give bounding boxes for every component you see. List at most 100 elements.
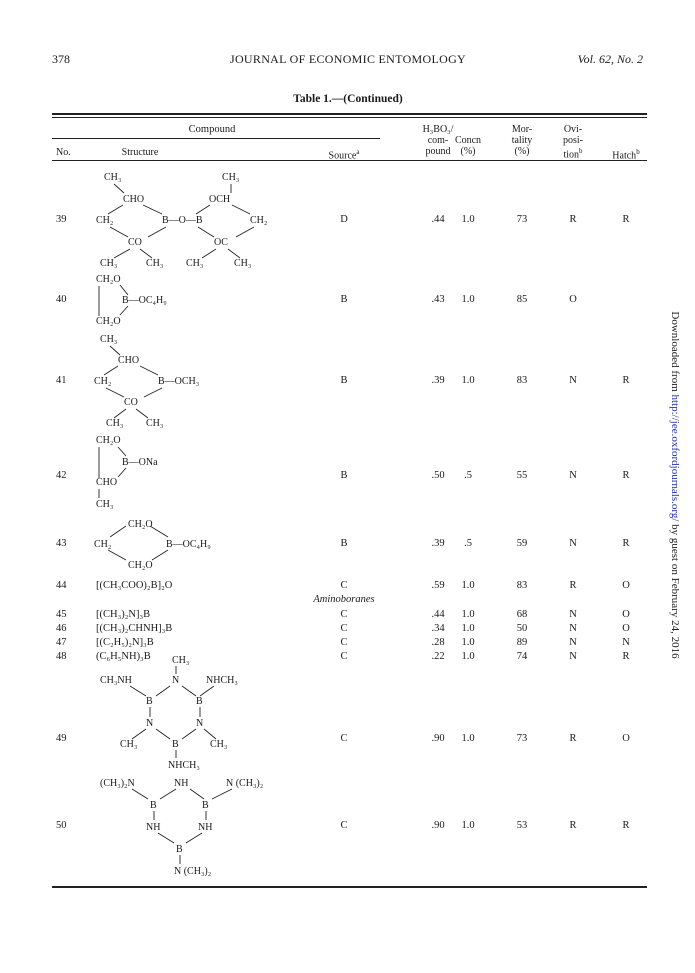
row-concn: 1.0 [461, 637, 475, 648]
row-mortality: 89 [516, 637, 528, 648]
row-no: 49 [56, 733, 67, 744]
structure-atom-label: CH₃ [120, 739, 137, 750]
row-concn: 1.0 [461, 733, 475, 744]
row-no: 48 [56, 651, 67, 662]
structure-atom-label: CH₂ [94, 539, 111, 550]
download-suffix: by guest on February 24, 2016 [669, 521, 681, 659]
row-ratio: .39 [431, 375, 445, 386]
row-hatch: R [622, 538, 630, 549]
row-ratio: .44 [431, 609, 445, 620]
structure-atom-label: (CH₃)₂N [100, 778, 135, 789]
row-concn: 1.0 [461, 294, 475, 305]
structure-atom-label: N (CH₃)₂ [174, 866, 211, 877]
header-bottom-rule [52, 160, 647, 161]
col-concn: Concn(%) [454, 135, 482, 157]
structure-atom-label: N [146, 718, 153, 729]
structure-atom-label: B—OCH₃ [158, 376, 199, 387]
row-source: D [340, 214, 348, 225]
row-formula: [(CH₃)₂CHNH]₃B [96, 623, 173, 634]
row-oviposition: R [569, 820, 577, 831]
row-source: B [340, 470, 348, 481]
row-no: 42 [56, 470, 67, 481]
row-source: C [340, 733, 348, 744]
row-mortality: 85 [516, 294, 528, 305]
row-no: 40 [56, 294, 67, 305]
structure-atom-label: CHO [123, 194, 144, 205]
row-oviposition: N [569, 375, 577, 386]
structure-atom-label: CO [128, 237, 142, 248]
structure-atom-label: B—O—B [162, 215, 203, 226]
section-aminoboranes: Aminoboranes [313, 594, 375, 605]
page-number: 378 [52, 52, 70, 66]
row-oviposition: N [569, 470, 577, 481]
row-ratio: .34 [431, 623, 445, 634]
row-concn: 1.0 [461, 580, 475, 591]
structure-atom-label: OCH [209, 194, 230, 205]
structure-39: CH₃ CH₃ CHO OCH CH₂ B—O—B CH₂ CO OC CH₃ … [96, 172, 267, 269]
structure-atom-label: CH₃NH [100, 675, 132, 686]
structure-42: CH₂O B—ONa CHO CH₃ [96, 435, 158, 510]
structure-atom-label: B [172, 739, 179, 750]
table-top-rule-2 [52, 117, 647, 118]
download-link[interactable]: http://jee.oxfordjournals.org/ [669, 394, 681, 522]
col-structure: Structure [121, 147, 159, 158]
download-prefix: Downloaded from [669, 311, 681, 395]
row-source: C [340, 580, 348, 591]
col-no: No. [56, 147, 71, 158]
row-no: 45 [56, 609, 67, 620]
row-no: 46 [56, 623, 67, 634]
col-source: Sourcea [328, 148, 360, 162]
row-no: 41 [56, 375, 67, 386]
col-oviposition: Ovi-posi-tionb [563, 124, 583, 161]
structure-atom-label: CH₃ [222, 172, 239, 183]
row-source: B [340, 375, 348, 386]
structure-atom-label: B [202, 800, 209, 811]
structure-atom-label: CH₃ [172, 655, 189, 666]
row-oviposition: R [569, 733, 577, 744]
structure-49: CH₃ N CH₃NH NHCH₃ B B N N CH₃ B CH₃ NHCH… [100, 655, 238, 771]
row-mortality: 55 [516, 470, 528, 481]
row-source: C [340, 651, 348, 662]
row-no: 39 [56, 214, 67, 225]
row-source: B [340, 294, 348, 305]
structure-50: (CH₃)₂N NH N (CH₃)₂ B B NH NH B N (CH₃)₂ [100, 778, 263, 877]
structure-atom-label: NHCH₃ [168, 760, 200, 771]
row-ratio: .28 [431, 637, 445, 648]
structure-atom-label: B [150, 800, 157, 811]
structure-atom-label: CH₂O [128, 519, 153, 530]
row-mortality: 83 [516, 375, 528, 386]
row-hatch: O [622, 623, 630, 634]
row-source: C [340, 609, 348, 620]
row-ratio: .22 [431, 651, 445, 662]
row-mortality: 59 [516, 538, 528, 549]
row-oviposition: R [569, 580, 577, 591]
row-hatch: R [622, 375, 630, 386]
structure-atom-label: CH₃ [210, 739, 227, 750]
journal-title: JOURNAL OF ECONOMIC ENTOMOLOGY [229, 52, 467, 66]
structure-atom-label: B [146, 696, 153, 707]
table-top-rule [52, 113, 647, 115]
structure-atom-label: CH₂ [96, 215, 113, 226]
structure-41: CH₃ CHO CH₂ B—OCH₃ CO CH₃ CH₃ [94, 334, 199, 429]
row-hatch: O [622, 580, 630, 591]
row-hatch: R [622, 820, 630, 831]
row-no: 47 [56, 637, 67, 648]
row-formula: [(CH₃COO)₂B]₂O [96, 580, 173, 591]
row-oviposition: R [569, 214, 577, 225]
structure-atom-label: CO [124, 397, 138, 408]
structure-atom-label: CH₂O [96, 316, 121, 327]
structure-atom-label: CHO [96, 477, 117, 488]
col-group-compound: Compound [188, 124, 236, 135]
structure-atom-label: CHO [118, 355, 139, 366]
structure-atom-label: NH [174, 778, 188, 789]
download-notice: Downloaded from http://jee.oxfordjournal… [669, 311, 681, 658]
row-ratio: .44 [431, 214, 445, 225]
row-mortality: 73 [516, 733, 528, 744]
structure-atom-label: CH₃ [104, 172, 121, 183]
row-concn: 1.0 [461, 820, 475, 831]
table-title: Table 1.—(Continued) [293, 93, 403, 105]
structure-atom-label: NHCH₃ [206, 675, 238, 686]
row-concn: 1.0 [461, 609, 475, 620]
structure-atom-label: N (CH₃)₂ [226, 778, 263, 789]
